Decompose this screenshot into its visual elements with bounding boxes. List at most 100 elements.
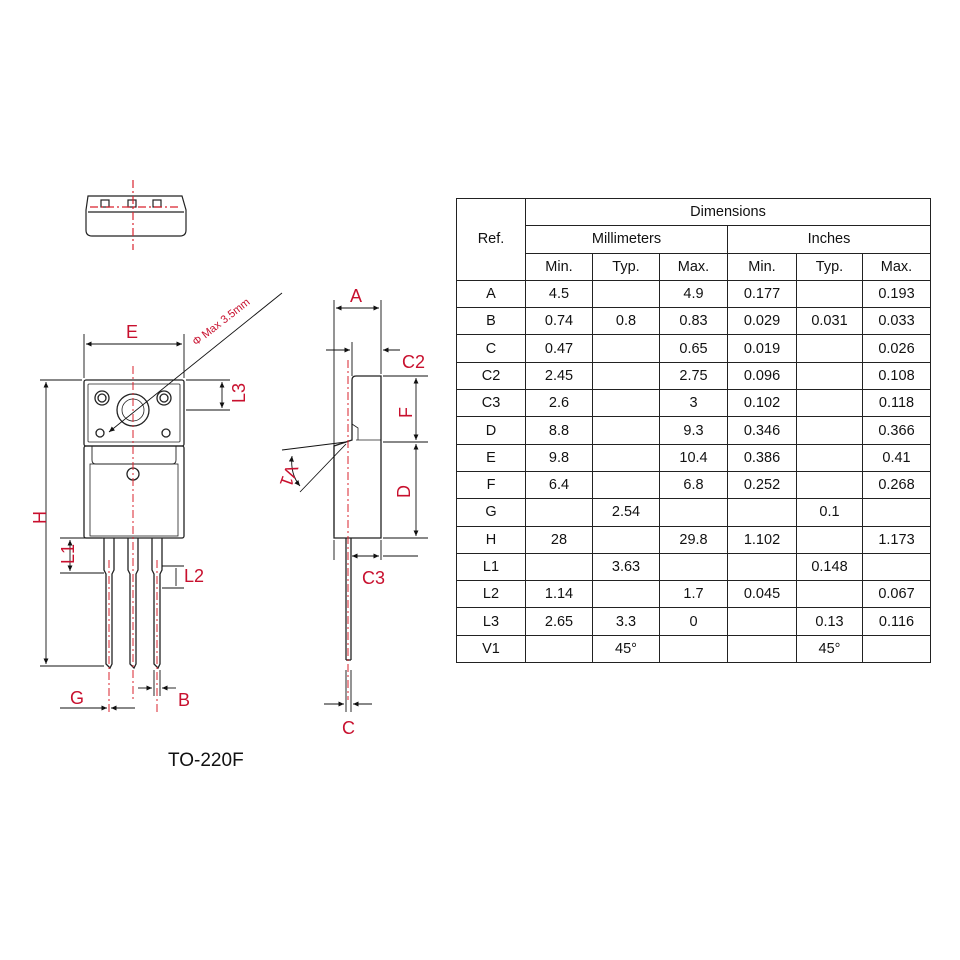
value-cell: 0.193 — [862, 279, 931, 309]
front-dimension-lines — [40, 292, 283, 711]
value-cell — [796, 334, 863, 363]
millimeters-header: Millimeters — [525, 225, 728, 254]
value-cell: 0.108 — [862, 361, 931, 391]
value-cell — [592, 416, 660, 445]
value-cell — [796, 525, 863, 554]
sub-header-cell: Max. — [862, 252, 931, 281]
value-cell — [796, 389, 863, 418]
ref-cell: L1 — [456, 552, 526, 582]
value-cell: 0.045 — [727, 580, 797, 609]
value-cell: 0.096 — [727, 361, 797, 391]
value-cell: 0.1 — [796, 498, 863, 527]
ref-cell: C2 — [456, 361, 526, 391]
value-cell: 0.116 — [862, 607, 931, 636]
value-cell: 9.8 — [525, 443, 593, 472]
value-cell: 0.031 — [796, 307, 863, 336]
value-cell — [592, 279, 660, 309]
value-cell: 0.177 — [727, 279, 797, 309]
sub-header-cell: Min. — [727, 252, 797, 281]
value-cell — [592, 361, 660, 391]
value-cell — [727, 634, 797, 664]
value-cell: 1.7 — [659, 580, 728, 609]
value-cell: 0.386 — [727, 443, 797, 472]
label-L2: L2 — [184, 566, 204, 586]
value-cell — [659, 634, 728, 664]
value-cell — [525, 498, 593, 527]
sub-header-cell: Typ. — [592, 252, 660, 281]
package-caption: TO-220F — [168, 750, 244, 771]
value-cell: 0.83 — [659, 307, 728, 336]
sub-header-cell: Max. — [659, 252, 728, 281]
ref-cell: B — [456, 307, 526, 336]
value-cell: 0.74 — [525, 307, 593, 336]
value-cell — [796, 416, 863, 445]
ref-cell: C — [456, 334, 526, 363]
value-cell: 0.026 — [862, 334, 931, 363]
side-view — [333, 360, 382, 700]
dimension-table: Ref. Dimensions Millimeters Inches Min.T… — [456, 197, 931, 664]
value-cell — [525, 552, 593, 582]
value-cell: 3.63 — [592, 552, 660, 582]
value-cell: 0.148 — [796, 552, 863, 582]
value-cell — [796, 580, 863, 609]
value-cell — [592, 389, 660, 418]
value-cell: 0.366 — [862, 416, 931, 445]
ref-cell: G — [456, 498, 526, 527]
value-cell: 3 — [659, 389, 728, 418]
label-L3: L3 — [229, 383, 249, 403]
value-cell: 0.8 — [592, 307, 660, 336]
value-cell — [862, 634, 931, 664]
value-cell: 8.8 — [525, 416, 593, 445]
value-cell: 0.067 — [862, 580, 931, 609]
label-G: G — [70, 688, 84, 708]
ref-header: Ref. — [456, 198, 526, 281]
value-cell — [862, 498, 931, 527]
value-cell: 2.6 — [525, 389, 593, 418]
value-cell — [592, 443, 660, 472]
value-cell: 0.252 — [727, 470, 797, 500]
value-cell — [796, 470, 863, 500]
sub-header-cell: Min. — [525, 252, 593, 281]
label-V1: V1 — [276, 462, 302, 490]
value-cell — [525, 634, 593, 664]
value-cell: 0.019 — [727, 334, 797, 363]
value-cell — [592, 580, 660, 609]
ref-cell: F — [456, 470, 526, 500]
value-cell: 2.54 — [592, 498, 660, 527]
label-C3: C3 — [362, 568, 385, 588]
value-cell — [592, 525, 660, 554]
value-cell: 0.346 — [727, 416, 797, 445]
value-cell — [592, 334, 660, 363]
inches-header: Inches — [727, 225, 931, 254]
label-C: C — [342, 718, 355, 738]
value-cell: 29.8 — [659, 525, 728, 554]
value-cell: 0.13 — [796, 607, 863, 636]
value-cell: 0 — [659, 607, 728, 636]
table-row: G 2.54 0.1 — [456, 498, 931, 527]
value-cell: 4.5 — [525, 279, 593, 309]
label-F: F — [396, 407, 416, 418]
value-cell — [727, 552, 797, 582]
package-drawing: E H L1 L2 L3 G B A C2 F D C3 C V1 Φ Max … — [30, 180, 428, 738]
table-row: L1 3.63 0.148 — [456, 552, 931, 582]
value-cell — [592, 470, 660, 500]
label-H: H — [30, 511, 50, 524]
value-cell: 0.268 — [862, 470, 931, 500]
value-cell: 2.75 — [659, 361, 728, 391]
front-view — [83, 366, 185, 712]
value-cell — [796, 443, 863, 472]
value-cell: 4.9 — [659, 279, 728, 309]
ref-cell: C3 — [456, 389, 526, 418]
value-cell: 45° — [796, 634, 863, 664]
